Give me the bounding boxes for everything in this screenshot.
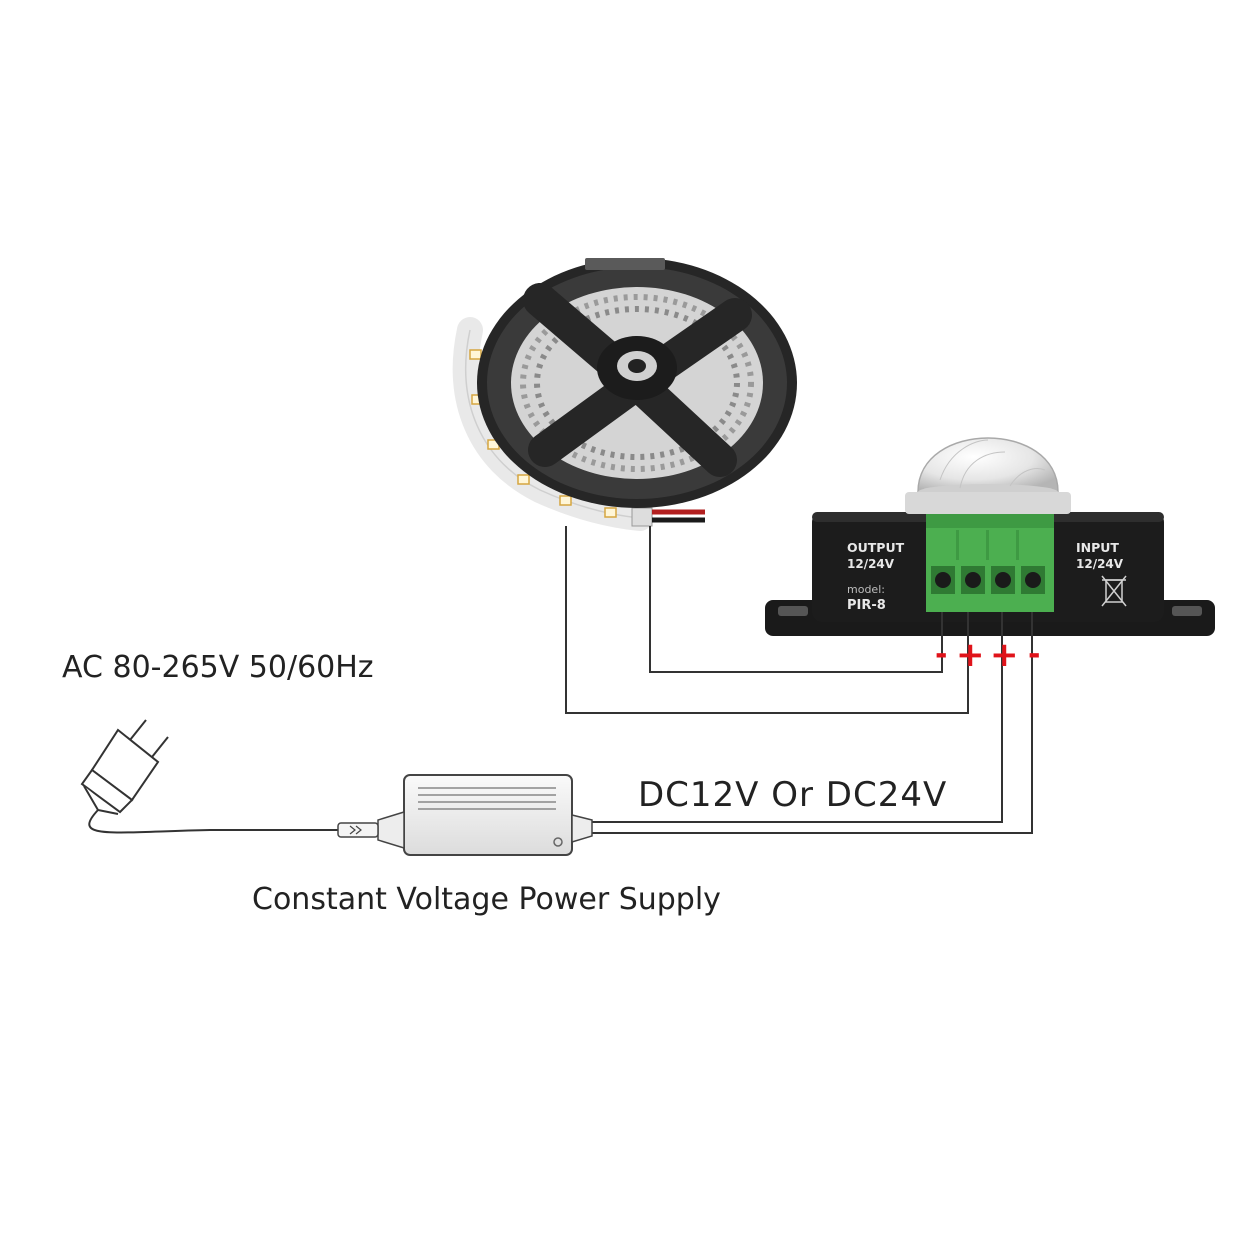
input-title: INPUT (1076, 540, 1119, 555)
wire-ac-cable (88, 809, 338, 834)
wire-strip-positive (565, 526, 969, 714)
terminal-output-negative: - (935, 637, 948, 672)
terminal-screws (931, 566, 1045, 594)
pir-controller: OUTPUT 12/24V model: PIR-8 INPUT 12/24V (765, 437, 1215, 636)
ac-input-label: AC 80-265V 50/60Hz (62, 650, 374, 685)
terminal-block (926, 514, 1054, 612)
wire-dc-positive (590, 652, 1003, 823)
model-caption: model: (847, 583, 885, 596)
model-name: PIR-8 (847, 598, 886, 613)
output-title: OUTPUT (847, 540, 905, 555)
ac-plug-icon (80, 719, 169, 815)
terminal-output-positive: + (956, 635, 985, 675)
terminal-input-positive: + (990, 635, 1019, 675)
wiring (88, 526, 1033, 834)
power-supply-label: Constant Voltage Power Supply (252, 882, 721, 917)
wire-strip-negative (649, 526, 943, 673)
led-strip-reel (452, 258, 797, 531)
terminal-input-negative: - (1028, 637, 1041, 672)
wire-dc-negative (590, 652, 1033, 834)
power-supply (337, 774, 593, 856)
input-voltage: 12/24V (1076, 557, 1124, 571)
output-voltage: 12/24V (847, 557, 895, 571)
weee-bin-icon (1101, 575, 1127, 607)
dc-output-label: DC12V Or DC24V (638, 775, 948, 815)
